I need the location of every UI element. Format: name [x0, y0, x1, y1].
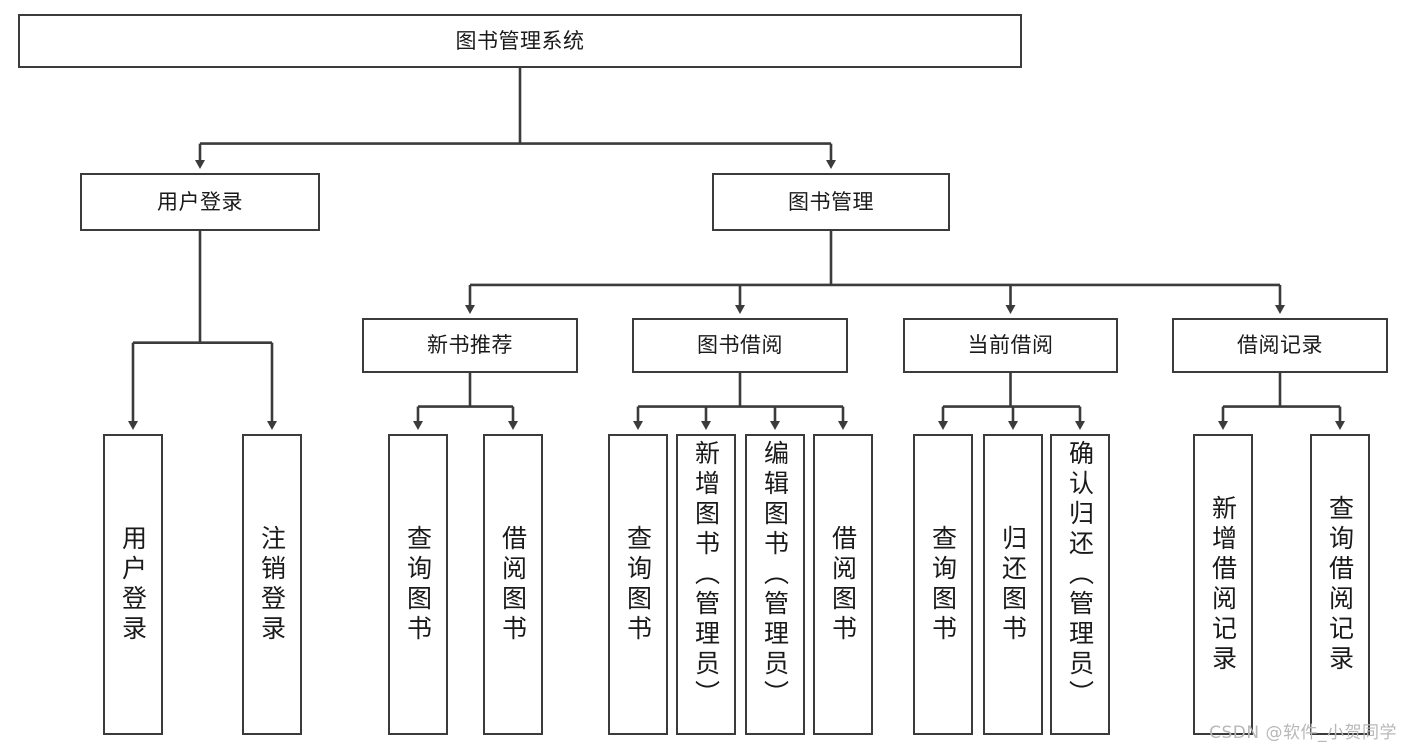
- node-label: 用户登录: [157, 189, 243, 214]
- node-leaf-logout[interactable]: 注销登录: [242, 434, 302, 735]
- watermark-text: CSDN @软件_小贺同学: [1209, 723, 1397, 743]
- node-label: 当前借阅: [967, 333, 1054, 358]
- node-leaf-return-book[interactable]: 归还图书: [983, 434, 1043, 735]
- node-leaf-query-book[interactable]: 查询图书: [608, 434, 668, 735]
- node-label: 借阅图书: [828, 524, 858, 645]
- node-leaf-query-book-new[interactable]: 查询图书: [388, 434, 448, 735]
- node-leaf-borrow-book-new[interactable]: 借阅图书: [483, 434, 543, 735]
- node-borrow[interactable]: 图书借阅: [632, 318, 848, 373]
- node-leaf-borrow-book[interactable]: 借阅图书: [813, 434, 873, 735]
- node-label: 查询借阅记录: [1325, 494, 1355, 675]
- node-label: 借阅图书: [498, 524, 528, 645]
- node-label: 新增图书（管理员）: [691, 440, 721, 710]
- node-leaf-edit-book[interactable]: 编辑图书（管理员）: [745, 434, 805, 735]
- node-label: 编辑图书（管理员）: [760, 440, 790, 710]
- node-label: 借阅记录: [1237, 333, 1323, 358]
- node-label: 图书管理: [788, 189, 874, 214]
- node-label: 注销登录: [257, 524, 287, 645]
- node-label: 查询图书: [623, 524, 653, 645]
- node-leaf-query-book-cur[interactable]: 查询图书: [913, 434, 973, 735]
- node-label: 归还图书: [998, 524, 1028, 645]
- node-label: 查询图书: [403, 524, 433, 645]
- node-login[interactable]: 用户登录: [80, 173, 320, 231]
- node-newbook[interactable]: 新书推荐: [362, 318, 578, 373]
- node-bookmgmt[interactable]: 图书管理: [712, 173, 950, 231]
- node-leaf-add-record[interactable]: 新增借阅记录: [1193, 434, 1253, 735]
- node-current[interactable]: 当前借阅: [903, 318, 1118, 373]
- node-root[interactable]: 图书管理系统: [18, 14, 1022, 68]
- node-label: 新增借阅记录: [1208, 494, 1238, 675]
- node-label: 查询图书: [928, 524, 958, 645]
- node-leaf-add-book[interactable]: 新增图书（管理员）: [676, 434, 736, 735]
- node-label: 新书推荐: [427, 333, 513, 358]
- node-label: 用户登录: [118, 524, 148, 645]
- node-records[interactable]: 借阅记录: [1172, 318, 1388, 373]
- node-leaf-user-login[interactable]: 用户登录: [103, 434, 163, 735]
- node-label: 确认归还（管理员）: [1065, 440, 1095, 710]
- node-leaf-confirm-return[interactable]: 确认归还（管理员）: [1050, 434, 1110, 735]
- node-label: 图书管理系统: [455, 28, 585, 53]
- connector-lines: [128, 68, 1345, 430]
- node-label: 图书借阅: [697, 333, 783, 358]
- node-leaf-query-record[interactable]: 查询借阅记录: [1310, 434, 1370, 735]
